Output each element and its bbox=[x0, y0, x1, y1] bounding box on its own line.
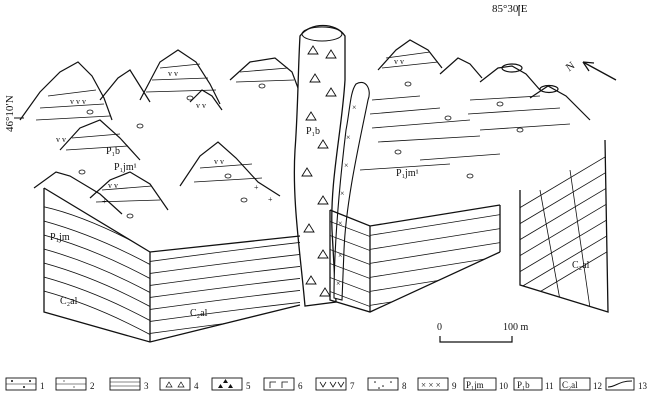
svg-text:×: × bbox=[346, 133, 351, 142]
label-p1jm-left: P₁jm bbox=[50, 232, 70, 243]
legend: 1 2 3 4 5 6 7 8 × × × 9 bbox=[5, 377, 648, 391]
svg-text:v v: v v bbox=[214, 157, 224, 166]
svg-text:×: × bbox=[338, 251, 343, 260]
left-face-strata bbox=[44, 205, 150, 341]
svg-text:×: × bbox=[336, 279, 341, 288]
scale-start-label: 0 bbox=[437, 322, 442, 333]
svg-text:×: × bbox=[352, 103, 357, 112]
legend-12-label: C₂al bbox=[562, 380, 578, 390]
breccia-column bbox=[293, 24, 346, 307]
right-face-strata bbox=[520, 153, 608, 309]
surface-symbols: v v vv v v vv v v vv v v v++ + bbox=[56, 57, 404, 206]
legend-3-number: 3 bbox=[144, 381, 149, 391]
surface-circles bbox=[78, 81, 524, 219]
label-p1b-upper-left: P₁b bbox=[106, 146, 120, 157]
svg-text:+: + bbox=[268, 195, 273, 204]
label-p1jm1-upper-left: P₁jm¹ bbox=[114, 162, 137, 173]
scale-end-label: 100 m bbox=[503, 322, 529, 333]
mountain-bedding bbox=[35, 51, 571, 203]
svg-text:v v v: v v v bbox=[70, 97, 86, 106]
svg-text:v v: v v bbox=[196, 101, 206, 110]
legend-4-number: 4 bbox=[194, 381, 199, 391]
coordinate-frame: 85°30′E 46°10′N bbox=[4, 3, 528, 132]
svg-text:v v: v v bbox=[394, 57, 404, 66]
label-c2al-center: C₂al bbox=[190, 308, 208, 319]
legend-6-number: 6 bbox=[298, 381, 303, 391]
latitude-label: 46°10′N bbox=[4, 95, 16, 132]
label-c2al-left: C₂al bbox=[60, 296, 78, 307]
label-c2al-right: C₂al bbox=[572, 260, 590, 271]
svg-text:v v: v v bbox=[108, 181, 118, 190]
legend-10-number: 10 bbox=[499, 381, 509, 391]
legend-10-label: P₁jm bbox=[466, 380, 484, 390]
svg-text:+: + bbox=[254, 183, 259, 192]
legend-2-number: 2 bbox=[90, 381, 95, 391]
legend-12-number: 12 bbox=[593, 381, 602, 391]
legend-8-number: 8 bbox=[402, 381, 407, 391]
svg-text:v v: v v bbox=[56, 135, 66, 144]
legend-5-number: 5 bbox=[246, 381, 251, 391]
svg-text:×: × bbox=[344, 161, 349, 170]
legend-11-label: P₁b bbox=[517, 380, 530, 390]
label-p1jm1-center: P₁jm¹ bbox=[396, 168, 419, 179]
formation-labels: P₁b P₁jm¹ P₁jm C₂al C₂al P₁b P₁jm¹ C₂al bbox=[50, 126, 590, 319]
legend-11-number: 11 bbox=[545, 381, 554, 391]
front-face-strata bbox=[150, 241, 300, 335]
legend-13-number: 13 bbox=[638, 381, 648, 391]
svg-text:× × ×: × × × bbox=[421, 380, 441, 390]
svg-text:×: × bbox=[338, 219, 343, 228]
scale-bar: 0 100 m bbox=[437, 322, 529, 343]
svg-text:+: + bbox=[102, 197, 107, 206]
svg-text:×: × bbox=[340, 189, 345, 198]
mountain-outlines bbox=[19, 39, 591, 215]
north-arrow: N bbox=[564, 60, 617, 81]
legend-7-number: 7 bbox=[350, 381, 355, 391]
legend-9-number: 9 bbox=[452, 381, 457, 391]
legend-1-number: 1 bbox=[40, 381, 45, 391]
granite-dike: × × × × × × × bbox=[333, 82, 370, 301]
longitude-label: 85°30′E bbox=[492, 3, 528, 15]
svg-text:v v: v v bbox=[168, 69, 178, 78]
north-arrow-label: N bbox=[564, 60, 577, 74]
mid-face-strata bbox=[330, 219, 370, 309]
label-p1b-center: P₁b bbox=[306, 126, 320, 137]
